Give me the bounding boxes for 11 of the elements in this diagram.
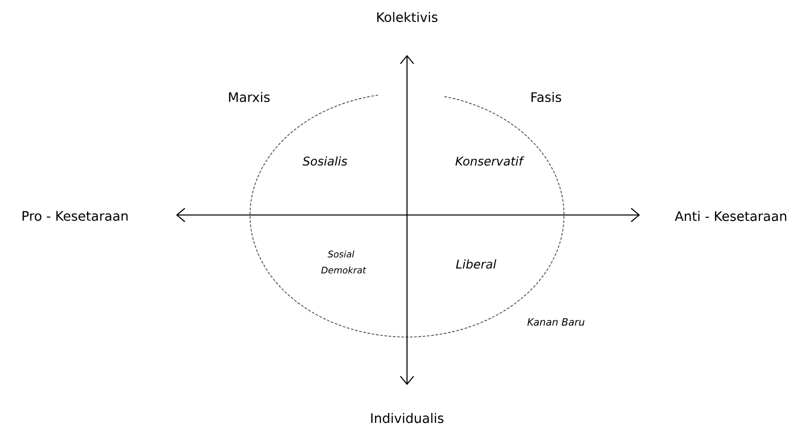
axis-label: Anti - Kesetaraan [674, 210, 786, 222]
axis-label: Individualis [371, 412, 444, 424]
quadrant-label: Konservatif [455, 156, 524, 166]
axis-label: Kolektivis [377, 12, 438, 22]
axis-label: Pro - Kesetaraan [22, 211, 128, 221]
quadrant-label: Sosial Demokrat [321, 250, 366, 274]
quadrant-label: Fasis [532, 92, 562, 102]
quadrant-label: Kanan Baru [527, 318, 584, 326]
quadrant-label: Marxis [229, 92, 270, 102]
quadrant-label: Liberal [456, 259, 496, 269]
quadrant-label: Sosialis [302, 156, 348, 166]
